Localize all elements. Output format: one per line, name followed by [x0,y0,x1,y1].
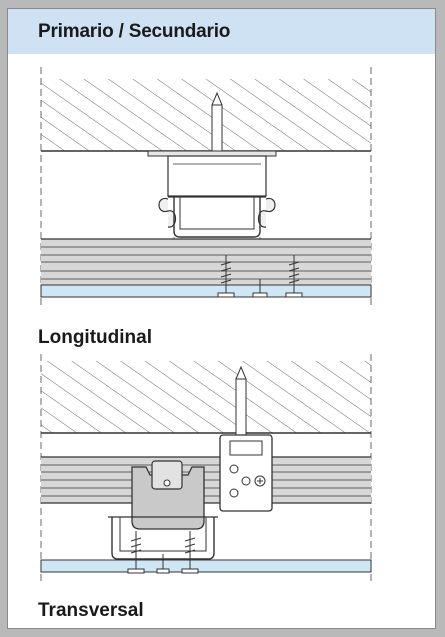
longitudinal-diagram [40,67,372,309]
concrete-slab-2 [41,361,371,433]
panel: Primario / Secundario [7,8,436,629]
transversal-diagram [40,354,372,584]
screw-right [285,255,303,298]
plasterboard-2 [40,559,372,573]
section-label-transversal: Transversal [38,600,144,621]
panel-header: Primario / Secundario [8,9,435,54]
anchor-rod-2 [235,378,247,440]
screw-right-2 [181,531,199,574]
section-label-longitudinal: Longitudinal [38,327,152,348]
primary-channel [173,197,261,238]
screw-middle-2 [156,554,170,574]
hanger-body [167,155,267,197]
concrete-slab [41,79,371,151]
screw-left-2 [127,531,145,574]
panel-title: Primario / Secundario [38,21,231,42]
screw-middle [252,279,268,298]
cross-connector [131,466,205,530]
screw-left [217,255,235,298]
